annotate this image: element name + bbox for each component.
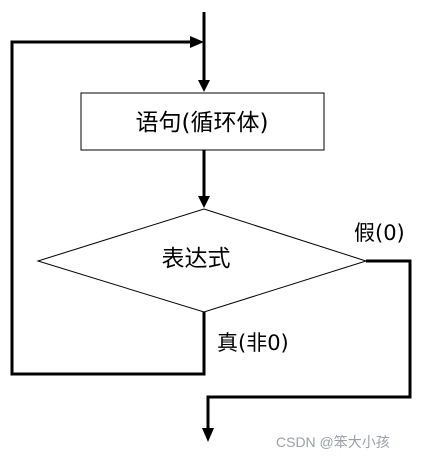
exit-arrowhead (202, 428, 214, 442)
false-exit-line (206, 259, 412, 428)
body-to-condition-arrowhead (198, 196, 210, 208)
loop-back-line (10, 40, 206, 376)
loop-body-label: 语句(循环体) (136, 110, 269, 136)
watermark-text: CSDN @笨大小孩 (276, 434, 390, 450)
merge-to-body-arrowhead (198, 80, 210, 92)
true-label: 真(非0) (217, 331, 289, 355)
false-label: 假(0) (354, 221, 405, 245)
condition-diamond (36, 208, 368, 313)
loop-back-arrowhead (190, 36, 204, 48)
condition-label: 表达式 (162, 246, 231, 272)
loop-body-box (80, 92, 325, 151)
